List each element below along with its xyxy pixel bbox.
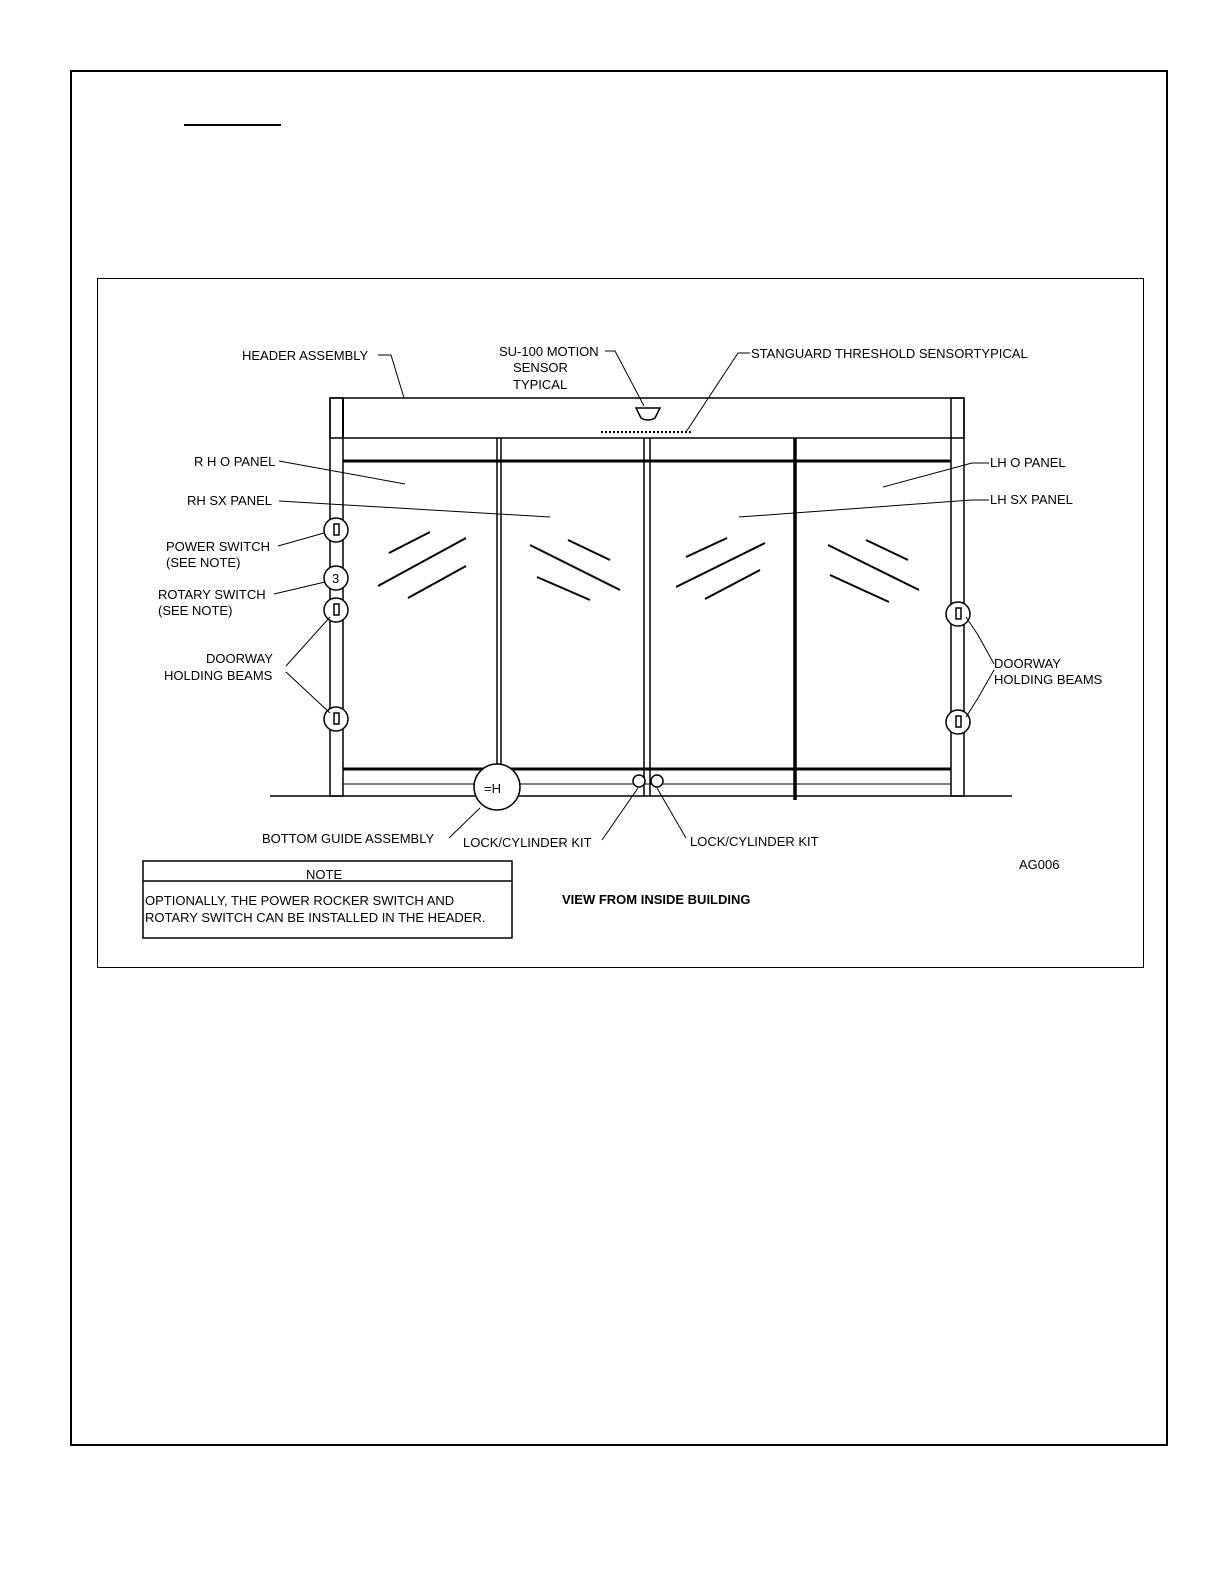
note-line-1: OPTIONALLY, THE POWER ROCKER SWITCH AND bbox=[145, 893, 454, 908]
rh-sx-panel-label: RH SX PANEL bbox=[187, 493, 272, 508]
bottom-guide-glyph: =H bbox=[484, 781, 501, 796]
power-switch-label-line1: POWER SWITCH bbox=[166, 539, 270, 554]
page-border bbox=[70, 70, 1168, 1446]
lock-kit-label-left: LOCK/CYLINDER KIT bbox=[463, 835, 592, 850]
motion-sensor-label-line3: TYPICAL bbox=[513, 377, 567, 392]
rho-panel-label: R H O PANEL bbox=[194, 454, 275, 469]
leader-lines bbox=[273, 350, 995, 841]
header-assembly bbox=[329, 397, 965, 439]
bottom-guide-icon bbox=[473, 763, 521, 811]
lh-sx-panel-label: LH SX PANEL bbox=[990, 492, 1073, 507]
rotary-switch-icon bbox=[323, 565, 349, 591]
power-switch-label-line2: (SEE NOTE) bbox=[166, 555, 240, 570]
right-beams-label-line1: DOORWAY bbox=[994, 656, 1061, 671]
rotary-switch-label-line2: (SEE NOTE) bbox=[158, 603, 232, 618]
bottom-guide-label: BOTTOM GUIDE ASSEMBLY bbox=[262, 831, 434, 846]
left-beams-label-line1: DOORWAY bbox=[206, 651, 273, 666]
view-caption: VIEW FROM INSIDE BUILDING bbox=[562, 892, 751, 907]
right-beams-label-line2: HOLDING BEAMS bbox=[994, 672, 1103, 687]
lock-cylinder-icon-left bbox=[632, 774, 646, 788]
note-box: NOTE OPTIONALLY, THE POWER ROCKER SWITCH… bbox=[142, 860, 513, 939]
motion-sensor-label-line1: SU-100 MOTION bbox=[499, 344, 599, 359]
right-lower-beam-icon bbox=[945, 709, 971, 735]
left-jamb bbox=[329, 397, 344, 797]
rotary-switch-label-line1: ROTARY SWITCH bbox=[158, 587, 266, 602]
drawing-id: AG006 bbox=[1019, 857, 1059, 872]
header-assembly-label: HEADER ASSEMBLY bbox=[242, 348, 369, 363]
power-switch-icon bbox=[323, 517, 349, 543]
motion-sensor-label-line2: SENSOR bbox=[513, 360, 568, 375]
lh-o-panel-label: LH O PANEL bbox=[990, 455, 1066, 470]
glass-reflections bbox=[377, 531, 920, 603]
note-title: NOTE bbox=[306, 867, 342, 882]
door-structure bbox=[270, 397, 1012, 800]
right-upper-beam-icon bbox=[945, 601, 971, 627]
right-jamb bbox=[950, 397, 965, 797]
title-underline bbox=[184, 124, 281, 126]
threshold-sensor-label: STANGUARD THRESHOLD SENSORTYPICAL bbox=[751, 346, 1028, 361]
left-upper-beam-icon bbox=[323, 597, 349, 623]
left-beams-label-line2: HOLDING BEAMS bbox=[164, 668, 273, 683]
lock-kit-label-right: LOCK/CYLINDER KIT bbox=[690, 834, 819, 849]
note-line-2: ROTARY SWITCH CAN BE INSTALLED IN THE HE… bbox=[145, 910, 485, 925]
motion-sensor-icon bbox=[634, 407, 662, 421]
lock-cylinder-icon-right bbox=[650, 774, 664, 788]
rotary-switch-glyph: 3 bbox=[332, 571, 339, 586]
figure-frame bbox=[97, 278, 1144, 968]
